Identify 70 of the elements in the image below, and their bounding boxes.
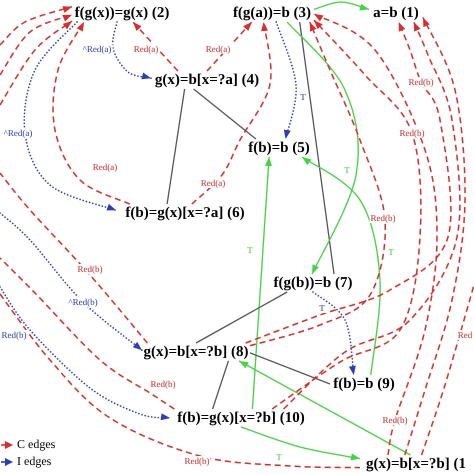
dashed-arrow [404,17,466,456]
edge-label: Red(a) [92,162,118,172]
edge-label: T [387,247,395,257]
edge-label: T [318,303,326,313]
equation-label: f(g(b))=b (7) [270,274,356,292]
edge-label: Red(a) [200,178,226,188]
connector-line [250,352,330,385]
equation-label: a=b (1) [369,4,423,22]
dashed-arrow [0,14,72,76]
edge-label: Red(b) [184,456,210,466]
arrow [302,156,381,376]
edge-label: Red(b) [76,264,104,274]
connector-line [299,22,335,274]
dashed-arrow [52,22,130,205]
edge-label: Red(b) [0,330,28,340]
dashed-arrow [283,22,461,410]
connector-line [196,291,288,344]
edge-label: ^Red(a) [82,44,112,54]
equation-label: f(g(x))=g(x) (2) [72,4,172,22]
connector-line [166,88,186,204]
dashed-line [0,257,175,410]
dashed-arrow [0,6,72,46]
dotted-arrow [0,286,171,421]
edge-label: Red(b) [382,415,408,425]
dotted-arrow [112,21,152,80]
dotted-arrow [0,212,143,351]
dotted-arrow [275,21,297,140]
dashed-arrow [191,22,272,205]
connector-line [212,360,230,410]
edge-label: Red(b) [150,379,176,389]
dashed-line [420,284,474,456]
edge-label: T [246,245,254,255]
edge-label: Red(a) [204,44,232,54]
dashed-arrow [0,20,72,106]
dashed-line [0,172,148,344]
dashed-arrow [206,22,252,72]
equation-label: f(b)=b (9) [330,375,398,393]
legend-label: I edges [17,454,52,469]
dashed-arrow [245,22,452,344]
dotted-arrow [23,21,117,212]
edge-label: Red [456,330,474,340]
arrow [252,156,272,410]
equation-label: g(x)=b[x=?b] (1 [360,455,472,473]
edge-label: Red(b) [370,213,396,223]
edge-label: T [343,165,351,175]
dashed-arrow [132,22,178,72]
equation-label: f(b)=g(x)[x=?b] (10) [170,409,312,427]
connector-line [193,88,256,140]
equation-label: f(b)=g(x)[x=?a] (6) [116,204,254,222]
arrow [286,22,359,274]
edge-label: T [299,92,307,102]
equation-label: g(x)=b[x=?b] (8) [142,343,250,361]
edge-label: Red(a) [132,44,160,54]
equation-label: g(x)=b[x=?a] (4) [151,71,263,89]
arrow [314,1,370,10]
dotted-arrow [312,291,356,376]
dashed-arrow [250,22,386,346]
legend-label: C edges [17,437,56,452]
edge-label: Red(b) [398,128,426,138]
edge-label: T [275,452,283,462]
equation-label: f(g(a))=b (3) [230,4,314,22]
dashed-arrow [314,13,438,456]
edge-label: ^Red(b) [67,297,99,307]
dashed-line [0,294,360,468]
equation-label: f(b)=b (5) [246,139,312,157]
edge-label: ^Red(a) [2,128,34,138]
arrow [240,426,360,460]
edge-label: Red(b) [408,77,434,87]
dashed-arrow [272,20,422,410]
arrow [238,360,411,456]
